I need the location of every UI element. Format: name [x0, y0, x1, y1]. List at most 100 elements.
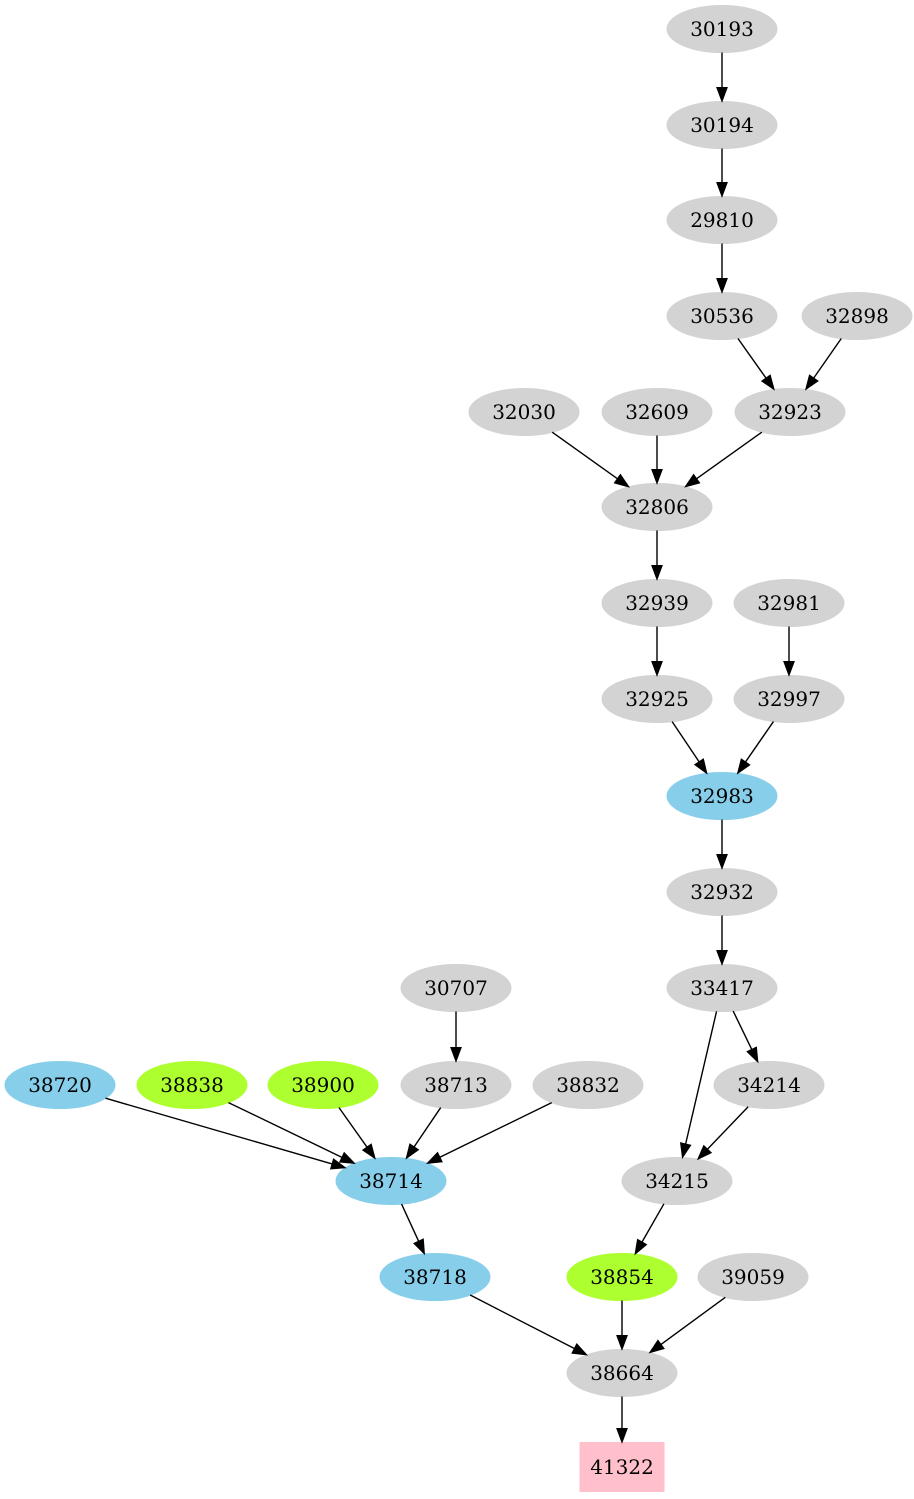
- edge-38838-38714: [228, 1101, 356, 1165]
- node-34214: 34214: [713, 1061, 825, 1109]
- node-32898: 32898: [801, 292, 913, 340]
- edge-32923-32806: [684, 431, 763, 488]
- arrowhead-icon: [783, 661, 795, 677]
- node-ellipse-38718: [379, 1253, 491, 1301]
- node-32030: 32030: [468, 388, 580, 436]
- node-label-41322: 41322: [590, 1455, 654, 1479]
- node-label-34215: 34215: [645, 1169, 709, 1193]
- edge-30193-30194: [716, 52, 728, 103]
- node-label-38900: 38900: [291, 1073, 355, 1097]
- arrowhead-icon: [413, 1238, 426, 1256]
- node-33417: 33417: [666, 964, 778, 1012]
- node-38720: 38720: [4, 1061, 116, 1109]
- node-ellipse-38832: [532, 1061, 644, 1109]
- node-label-29810: 29810: [690, 208, 754, 232]
- arrowhead-icon: [651, 661, 663, 677]
- node-34215: 34215: [621, 1157, 733, 1205]
- node-box-41322: [579, 1442, 665, 1492]
- node-label-38838: 38838: [160, 1073, 224, 1097]
- edge-line-33417-34215: [684, 1011, 718, 1145]
- edge-line-39059-38664: [660, 1296, 726, 1345]
- arrowhead-icon: [329, 1158, 347, 1170]
- edge-38832-38714: [425, 1102, 553, 1164]
- edge-line-32997-32983: [744, 721, 775, 763]
- edge-layer: [105, 52, 842, 1444]
- arrowhead-icon: [361, 1143, 376, 1160]
- edge-line-38838-38714: [228, 1101, 343, 1158]
- edge-32939-32925: [651, 626, 663, 677]
- node-label-30193: 30193: [690, 17, 754, 41]
- node-32923: 32923: [734, 388, 846, 436]
- node-38900: 38900: [267, 1061, 379, 1109]
- edge-32609-32806: [651, 435, 663, 485]
- edge-38718-38664: [469, 1294, 589, 1356]
- edge-38664-41322: [616, 1396, 628, 1444]
- edge-33417-34215: [679, 1011, 718, 1160]
- node-32609: 32609: [601, 388, 713, 436]
- edge-38854-38664: [616, 1300, 628, 1351]
- arrowhead-icon: [716, 87, 728, 103]
- edge-30536-32923: [737, 338, 775, 391]
- node-label-38720: 38720: [28, 1073, 92, 1097]
- arrowhead-icon: [338, 1151, 356, 1165]
- edge-line-38720-38714: [105, 1097, 333, 1165]
- node-38718: 38718: [379, 1253, 491, 1301]
- arrowhead-icon: [634, 1238, 648, 1256]
- node-label-32932: 32932: [690, 880, 754, 904]
- node-label-32923: 32923: [758, 400, 822, 424]
- node-label-38664: 38664: [590, 1361, 654, 1385]
- node-ellipse-32898: [801, 292, 913, 340]
- node-label-38718: 38718: [403, 1265, 467, 1289]
- arrowhead-icon: [616, 1428, 628, 1444]
- edge-38713-38714: [405, 1107, 442, 1160]
- edge-38900-38714: [338, 1107, 376, 1160]
- arrowhead-icon: [716, 854, 728, 870]
- node-label-32983: 32983: [690, 784, 754, 808]
- node-32806: 32806: [601, 483, 713, 531]
- node-ellipse-32030: [468, 388, 580, 436]
- arrowhead-icon: [450, 1047, 462, 1063]
- arrowhead-icon: [716, 182, 728, 198]
- arrowhead-icon: [571, 1343, 589, 1356]
- arrowhead-icon: [679, 1142, 692, 1160]
- node-38713: 38713: [400, 1061, 512, 1109]
- edge-line-32925-32983: [671, 721, 700, 763]
- edge-32898-32923: [804, 338, 842, 391]
- node-label-38832: 38832: [556, 1073, 620, 1097]
- edge-line-38832-38714: [439, 1102, 553, 1158]
- node-label-32806: 32806: [625, 495, 689, 519]
- edge-line-38713-38714: [413, 1107, 442, 1148]
- edge-line-34214-34215: [707, 1106, 749, 1150]
- node-label-32997: 32997: [757, 687, 821, 711]
- node-ellipse-39059: [697, 1253, 809, 1301]
- arrowhead-icon: [693, 758, 708, 775]
- arrowhead-icon: [746, 1046, 759, 1064]
- node-label-32609: 32609: [625, 400, 689, 424]
- node-label-38713: 38713: [424, 1073, 488, 1097]
- arrowhead-icon: [405, 1143, 420, 1160]
- node-label-30707: 30707: [424, 976, 488, 1000]
- edge-32983-32932: [716, 819, 728, 870]
- node-label-32030: 32030: [492, 400, 556, 424]
- edge-38714-38718: [400, 1203, 426, 1256]
- node-label-32925: 32925: [625, 687, 689, 711]
- node-label-30194: 30194: [690, 113, 754, 137]
- node-ellipse-38720: [4, 1061, 116, 1109]
- arrowhead-icon: [648, 1339, 665, 1354]
- edge-29810-30536: [716, 243, 728, 294]
- node-32932: 32932: [666, 868, 778, 916]
- edge-32806-32939: [651, 530, 663, 581]
- node-38664: 38664: [566, 1349, 678, 1397]
- node-ellipse-38714: [335, 1157, 447, 1205]
- arrowhead-icon: [804, 374, 819, 391]
- edge-33417-34214: [732, 1010, 759, 1064]
- edge-30194-29810: [716, 148, 728, 198]
- node-ellipse-34215: [621, 1157, 733, 1205]
- node-41322: 41322: [579, 1442, 665, 1492]
- arrowhead-icon: [716, 950, 728, 966]
- edge-38720-38714: [105, 1097, 347, 1170]
- edge-32932-33417: [716, 915, 728, 966]
- node-label-32939: 32939: [625, 591, 689, 615]
